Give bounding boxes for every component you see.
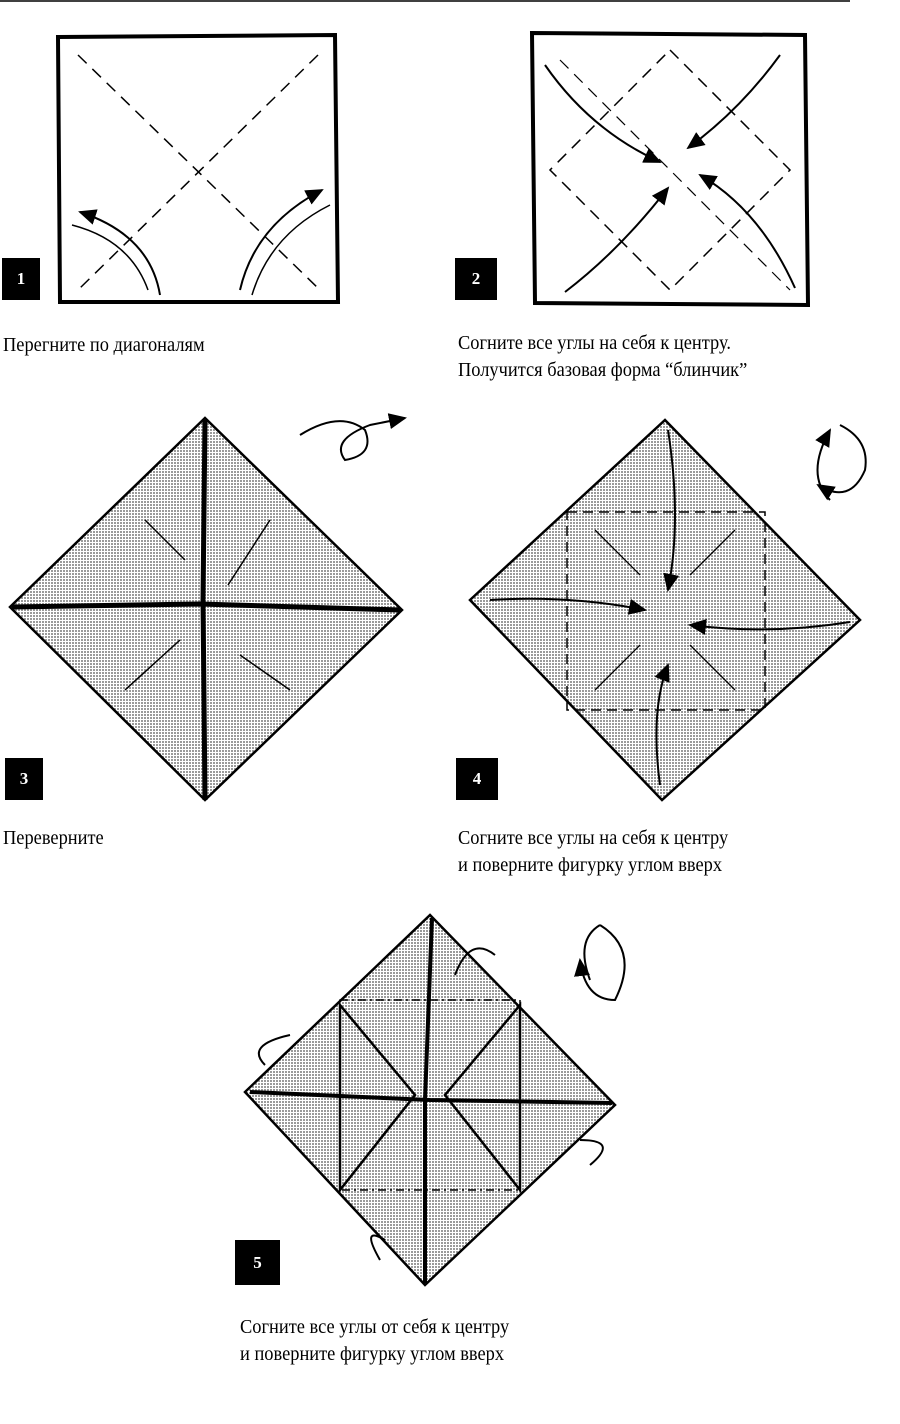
step-4-badge: 4 — [456, 758, 498, 800]
step-5-caption-line-2: и поверните фигурку углом вверх — [240, 1343, 505, 1365]
step-2-badge: 2 — [455, 258, 497, 300]
step-4-caption-line-2: и поверните фигурку углом вверх — [458, 854, 723, 876]
step-3-caption: Переверните — [3, 827, 104, 849]
step-4-caption-line-1: Согните все углы на себя к центру — [458, 827, 729, 849]
step-1-figure — [55, 32, 341, 304]
step-2-caption-line-1: Согните все углы на себя к центру. — [458, 332, 731, 354]
step-3-figure — [8, 413, 407, 802]
step-5-figure — [243, 913, 626, 1287]
step-5-caption-line-1: Согните все углы от себя к центру — [240, 1316, 510, 1338]
step-2-figure — [529, 30, 811, 308]
step-1-caption: Перегните по диагоналям — [3, 334, 205, 356]
step-3-badge: 3 — [5, 758, 43, 800]
step-5-badge: 5 — [235, 1240, 280, 1285]
step-4-figure — [468, 418, 867, 802]
step-1-badge: 1 — [2, 258, 40, 300]
step-2-caption-line-2: Получится базовая форма “блинчик” — [458, 359, 748, 381]
